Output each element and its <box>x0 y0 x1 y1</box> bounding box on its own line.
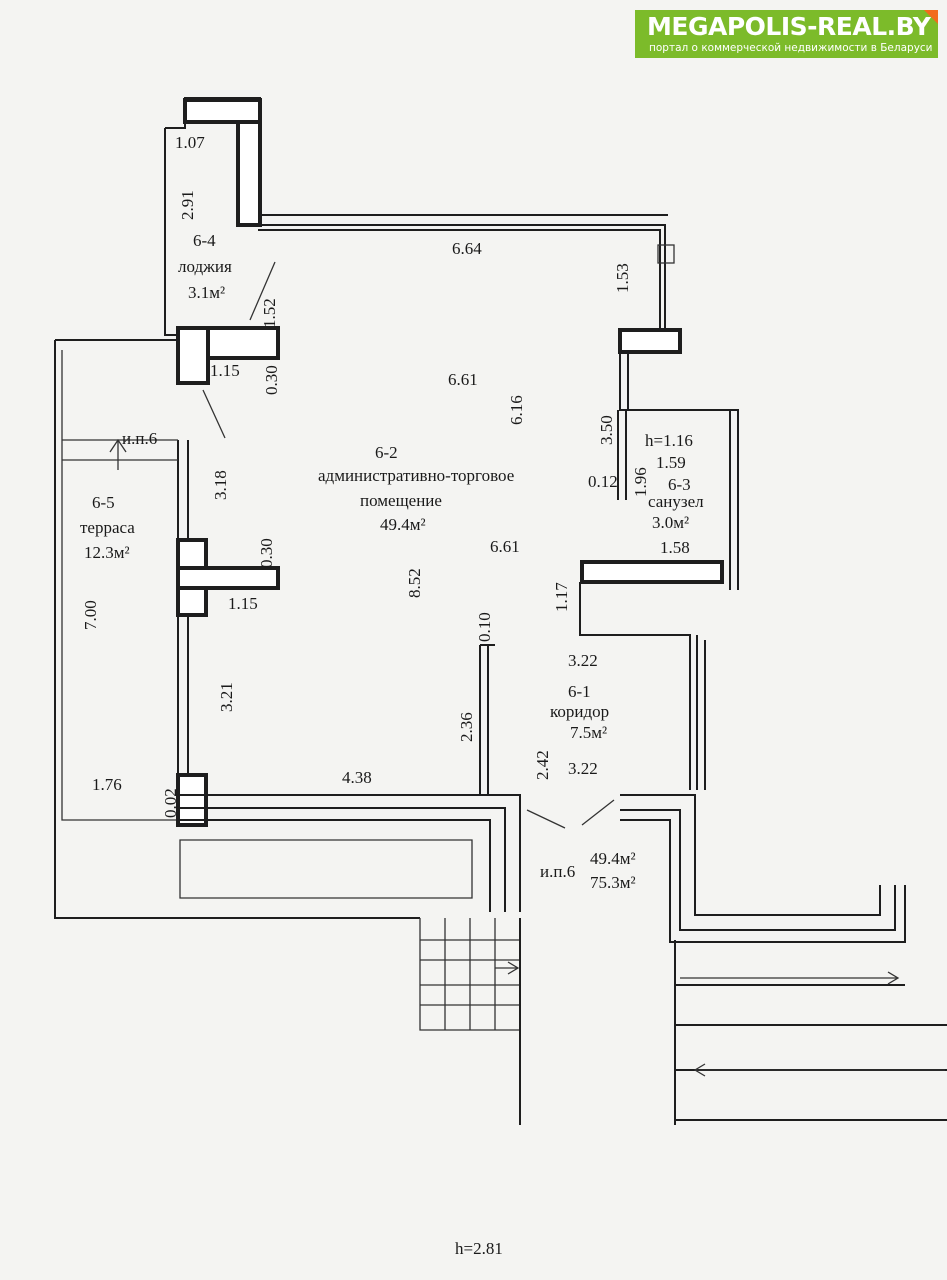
ip6-label-bottom: и.п.6 <box>540 862 575 881</box>
dim: 0.02 <box>161 788 180 818</box>
dim: 3.22 <box>568 651 598 670</box>
main-room-name: административно-торговое <box>318 466 514 485</box>
ceiling-height: h=2.81 <box>455 1239 503 1258</box>
dim: 1.96 <box>631 467 650 497</box>
dim: 1.15 <box>210 361 240 380</box>
wc-id: 6-3 <box>668 475 691 494</box>
corridor-id: 6-1 <box>568 682 591 701</box>
dimension-labels: 1.07 2.91 6.64 1.53 1.52 1.15 0.30 6.61 … <box>81 133 690 818</box>
wc-height: h=1.16 <box>645 431 693 450</box>
dim: 6.16 <box>507 395 526 425</box>
dim: 1.76 <box>92 775 122 794</box>
dim: 4.38 <box>342 768 372 787</box>
corridor-area: 7.5м² <box>570 723 607 742</box>
dim: 6.64 <box>452 239 482 258</box>
dim: 0.30 <box>257 538 276 568</box>
logo-corner <box>924 10 938 24</box>
dim: 6.61 <box>490 537 520 556</box>
loggia-name: лоджия <box>178 257 232 276</box>
main-room-area: 49.4м² <box>380 515 426 534</box>
dim: 3.18 <box>211 470 230 500</box>
main-room-name2: помещение <box>360 491 442 510</box>
dim: 3.50 <box>597 415 616 445</box>
total-area-1: 49.4м² <box>590 849 636 868</box>
dim: 2.42 <box>533 750 552 780</box>
main-room-id: 6-2 <box>375 443 398 462</box>
dim: 1.17 <box>552 582 571 612</box>
dim: 3.22 <box>568 759 598 778</box>
dim: 2.36 <box>457 712 476 742</box>
walls <box>54 97 947 1125</box>
dim: 7.00 <box>81 600 100 630</box>
dim: 1.53 <box>613 263 632 293</box>
total-area-2: 75.3м² <box>590 873 636 892</box>
dim: 3.21 <box>217 682 236 712</box>
dim: 1.52 <box>260 298 279 328</box>
dim: 1.15 <box>228 594 258 613</box>
terrace-name: терраса <box>80 518 135 537</box>
dim: 1.59 <box>656 453 686 472</box>
loggia-id: 6-4 <box>193 231 216 250</box>
wc-area: 3.0м² <box>652 513 689 532</box>
megapolis-logo: MEGAPOLIS-REAL.BY портал о коммерческой … <box>635 10 938 58</box>
ip6-label-top: и.п.6 <box>122 429 157 448</box>
logo-subtitle: портал о коммерческой недвижимости в Бел… <box>649 42 933 54</box>
dim: 8.52 <box>405 568 424 598</box>
dim: 0.10 <box>475 612 494 642</box>
loggia-area: 3.1м² <box>188 283 225 302</box>
corridor-name: коридор <box>550 702 609 721</box>
dim: 1.07 <box>175 133 205 152</box>
dim: 0.30 <box>262 365 281 395</box>
terrace-id: 6-5 <box>92 493 115 512</box>
terrace-area: 12.3м² <box>84 543 130 562</box>
dim: 2.91 <box>178 190 197 220</box>
wc-name: санузел <box>648 492 704 511</box>
dim: 6.61 <box>448 370 478 389</box>
logo-title: MEGAPOLIS-REAL.BY <box>647 12 931 41</box>
dim: 0.12 <box>588 472 618 491</box>
dim: 1.58 <box>660 538 690 557</box>
